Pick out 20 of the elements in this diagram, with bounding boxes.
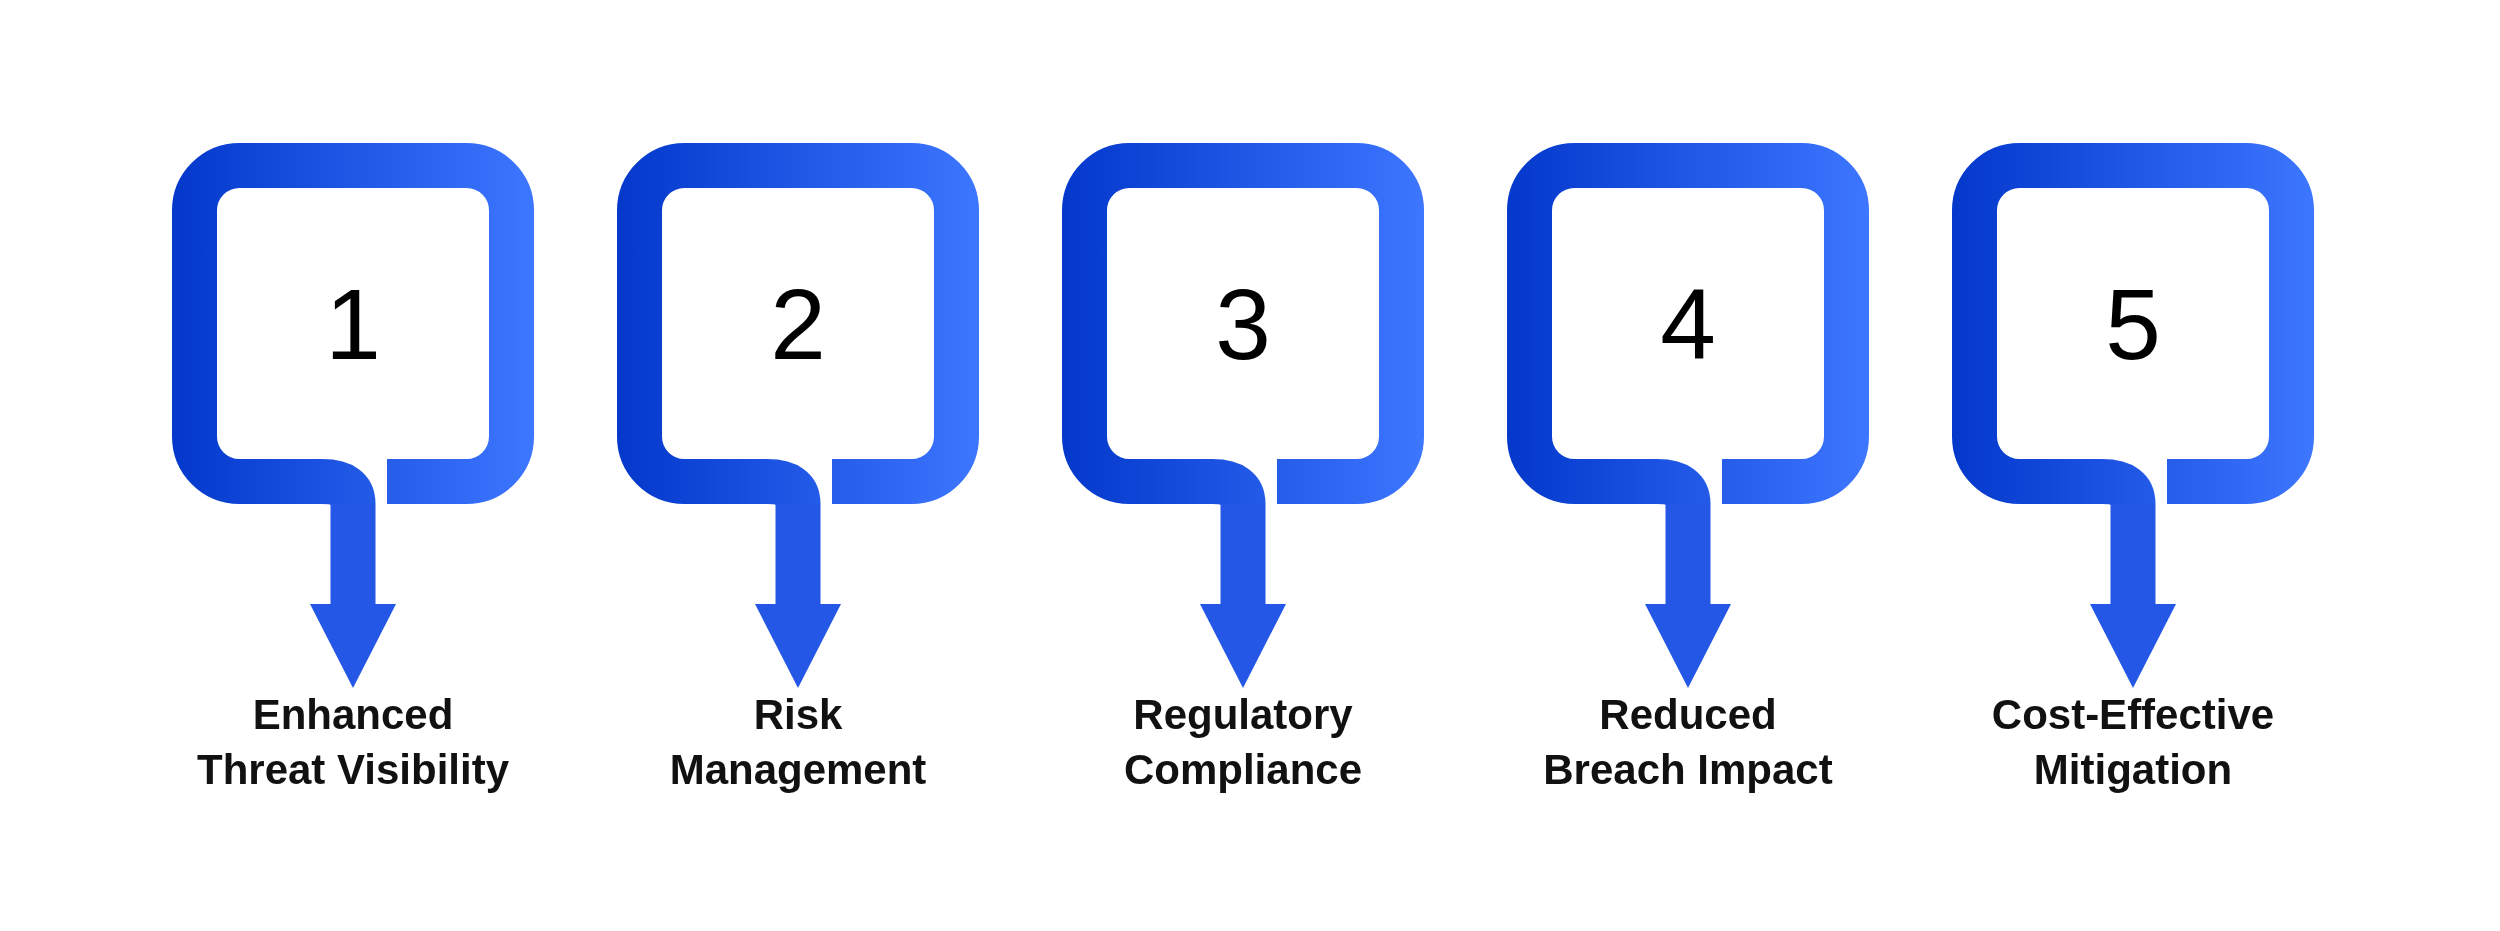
step-label: Regulatory Compliance [1080, 688, 1406, 798]
speech-bubble-box [617, 143, 979, 504]
speech-bubble-box [1507, 143, 1869, 504]
step-number: 2 [770, 273, 826, 374]
arrow [755, 504, 841, 688]
arrow [2090, 504, 2176, 688]
speech-bubble-box [1952, 143, 2314, 504]
arrow [1200, 504, 1286, 688]
step-label: Enhanced Threat Visibility [190, 688, 516, 798]
step-label: Risk Management [635, 688, 961, 798]
step-number: 1 [325, 273, 381, 374]
arrow [1645, 504, 1731, 688]
step-number: 5 [2105, 273, 2161, 374]
arrow [310, 504, 396, 688]
step-label: Reduced Breach Impact [1525, 688, 1851, 798]
speech-bubble-box [1062, 143, 1424, 504]
speech-bubble-box [172, 143, 534, 504]
step-number: 3 [1215, 273, 1271, 374]
step-number: 4 [1660, 273, 1716, 374]
step-label: Cost-Effective Mitigation [1970, 688, 2296, 798]
